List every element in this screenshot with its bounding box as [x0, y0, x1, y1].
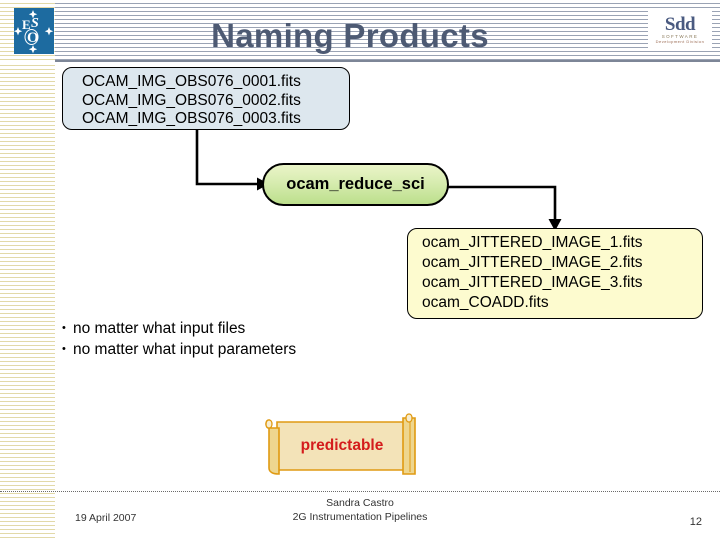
arrow-recipe-to-output — [440, 173, 570, 238]
input-file-3: OCAM_IMG_OBS076_0003.fits — [82, 110, 301, 127]
recipe-node: ocam_reduce_sci — [262, 163, 449, 206]
input-files-box: OCAM_IMG_OBS076_0001.fits OCAM_IMG_OBS07… — [62, 67, 350, 130]
sdd-logo: Sdd SOFTWARE Development Division — [648, 10, 712, 50]
sdd-logo-text: Sdd — [664, 14, 696, 36]
svg-text:O: O — [27, 30, 39, 46]
bullet-item-1: no matter what input files — [62, 318, 296, 339]
bullet-list: no matter what input files no matter wha… — [62, 318, 296, 360]
scroll-banner: predictable — [263, 412, 421, 480]
output-file-3: ocam_JITTERED_IMAGE_3.fits — [422, 274, 643, 291]
footer-credits: Sandra Castro 2G Instrumentation Pipelin… — [230, 496, 490, 524]
footer-page-number: 12 — [689, 516, 702, 528]
left-striped-band — [0, 62, 55, 540]
sdd-logo-subtitle-1: SOFTWARE — [661, 34, 699, 40]
svg-text:S: S — [31, 16, 39, 31]
output-file-4: ocam_COADD.fits — [422, 294, 549, 311]
input-file-2: OCAM_IMG_OBS076_0002.fits — [82, 91, 301, 109]
bullet-item-2: no matter what input parameters — [62, 339, 296, 360]
footer-date: 19 April 2007 — [75, 512, 137, 524]
footer-author: Sandra Castro — [326, 497, 394, 509]
top-striped-band — [0, 0, 720, 62]
input-file-1: OCAM_IMG_OBS076_0001.fits — [82, 73, 301, 90]
page-title: Naming Products — [211, 17, 489, 54]
footer-divider — [0, 491, 720, 492]
svg-text:E: E — [22, 17, 31, 32]
output-file-1: ocam_JITTERED_IMAGE_1.fits — [422, 234, 643, 251]
output-files-box: ocam_JITTERED_IMAGE_1.fits ocam_JITTERED… — [407, 228, 703, 319]
sdd-logo-subtitle-2: Development Division — [655, 38, 705, 44]
footer-event: 2G Instrumentation Pipelines — [292, 511, 428, 523]
top-band-rule — [0, 60, 720, 62]
eso-logo: E S O — [14, 8, 54, 54]
output-file-2: ocam_JITTERED_IMAGE_2.fits — [422, 254, 643, 271]
